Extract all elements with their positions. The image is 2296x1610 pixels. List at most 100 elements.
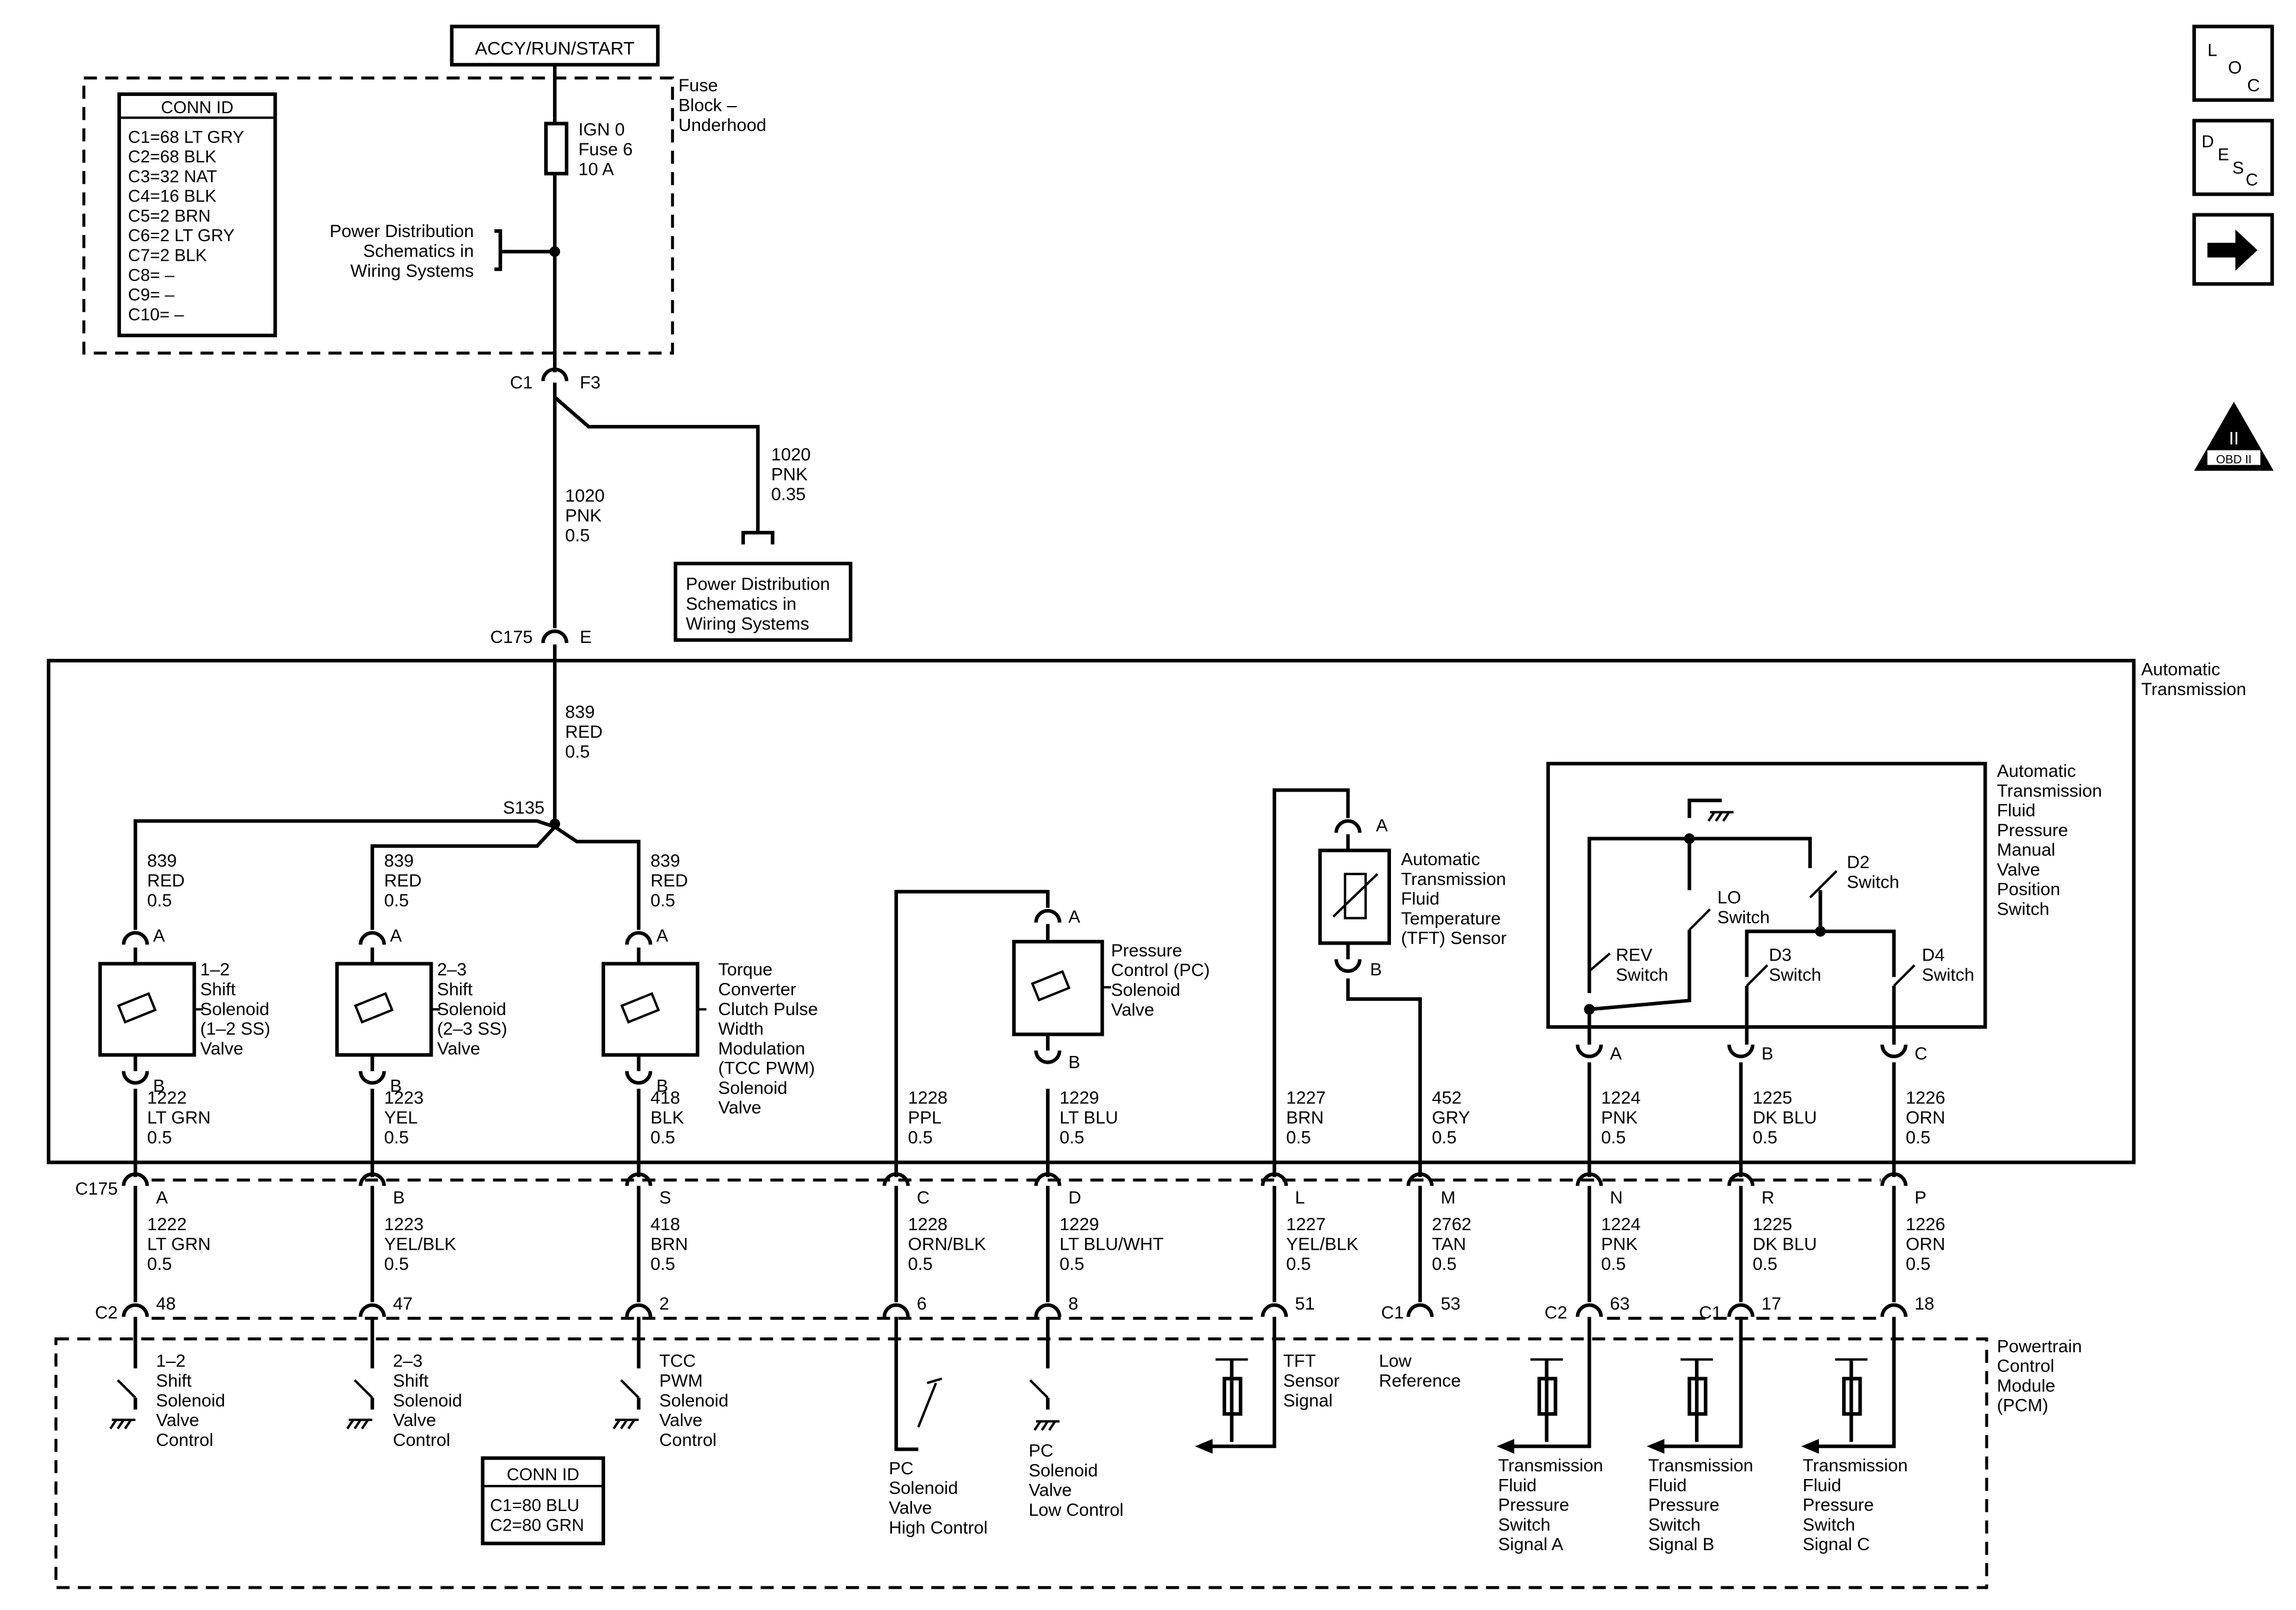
pcm-terminal [1406, 1303, 1434, 1317]
pcm-function-label: Control [659, 1430, 717, 1450]
tft-signal-wire [1272, 788, 1350, 1177]
c1-f3-terminal [541, 367, 568, 382]
c175-cavity-label: A [156, 1188, 168, 1208]
solenoid-a-terminal [625, 931, 653, 945]
lower-wire-label: 0.5 [1905, 1254, 1930, 1274]
upper-wire-label: 0.5 [1601, 1128, 1626, 1147]
pcm-function-label: Signal A [1498, 1535, 1563, 1554]
upper-wire-label: ORN [1905, 1108, 1945, 1128]
fuse-block-boundary [82, 76, 674, 355]
arrow-right-icon[interactable] [2207, 229, 2257, 271]
driver-ground-icon [612, 1419, 639, 1430]
c175-cavity-label: P [1914, 1188, 1926, 1208]
solenoid-label: (2–3 SS) [437, 1019, 507, 1039]
switch-assembly-label: Transmission [1997, 781, 2102, 801]
switch-ground-icon [1707, 811, 1734, 822]
pin-label: B [153, 1076, 165, 1096]
upper-wire-label: LT GRN [147, 1108, 210, 1128]
solenoid-b-terminal [625, 1071, 653, 1085]
d3-switch-label: Switch [1769, 965, 1821, 985]
solenoid-label: Width [718, 1019, 764, 1039]
solenoid-feed-label: 0.5 [147, 891, 172, 911]
pcm-function-label: PC [1029, 1441, 1054, 1461]
pcm-pin-label: 48 [156, 1294, 175, 1314]
c175-cavity-label: B [393, 1188, 405, 1208]
switch-pin-terminal [1575, 1044, 1603, 1058]
pds-bracket [494, 229, 503, 271]
c175-terminal [1880, 1172, 1908, 1186]
lower-wire-label: YEL/BLK [384, 1234, 456, 1254]
loc-letter: L [2208, 40, 2218, 60]
loc-letter: O [2228, 58, 2241, 78]
transmission-label: Transmission [2141, 680, 2246, 699]
solenoid-feed-label: 839 [384, 851, 414, 870]
desc-letter: D [2202, 132, 2214, 151]
pcm-function-label: Pressure [1648, 1496, 1719, 1515]
driver-ground-icon [346, 1419, 373, 1430]
d4-switch-label: D4 [1922, 945, 1945, 965]
solenoid-coil-icon [354, 992, 394, 1024]
solenoid-a-terminal [359, 931, 386, 945]
pin-label: B [1069, 1053, 1080, 1073]
pcm-conn-id-title: CONN ID [507, 1465, 579, 1484]
pcm-function-label: Valve [393, 1411, 436, 1430]
pin-label: A [1069, 907, 1080, 927]
switch-ground-wire [1687, 798, 1722, 818]
pcm-function-label: Transmission [1498, 1456, 1603, 1475]
lower-wire-label: 418 [650, 1215, 680, 1234]
lower-wire-label: 1222 [147, 1215, 187, 1234]
lower-wire-label: 1224 [1601, 1215, 1641, 1234]
pcm-label: Control [1997, 1356, 2054, 1376]
lower-wire-label: 1223 [384, 1215, 424, 1234]
conn-id-item: C7=2 BLK [128, 246, 207, 265]
pcm-function-label: TCC [659, 1352, 696, 1371]
upper-wire-label: BLK [650, 1108, 684, 1128]
solenoid-coil-icon [620, 992, 660, 1024]
upper-wire-label: 0.5 [1060, 1128, 1085, 1147]
pullup-resistor [1537, 1377, 1558, 1416]
solenoid-feed-label: RED [650, 871, 687, 891]
switch-assembly-label: Valve [1997, 860, 2040, 879]
c175-cavity-label: S [659, 1188, 671, 1208]
pressure-input-wire [1813, 1317, 1896, 1448]
upper-wire-label: YEL [384, 1108, 418, 1128]
sol2-feed-wire [370, 825, 557, 930]
pcm-function-label: TFT [1283, 1352, 1316, 1371]
upper-wire-label: LT BLU [1060, 1108, 1118, 1128]
lower-wire-label: DK BLU [1753, 1234, 1817, 1254]
conn-id-box [117, 92, 277, 338]
pin-label: A [656, 926, 668, 946]
pcm-function-label: Shift [393, 1371, 429, 1391]
desc-letter: S [2233, 159, 2244, 178]
upper-wire-label: GRY [1432, 1108, 1470, 1128]
pc-solenoid-body [1012, 940, 1104, 1036]
switch-assembly-box [1546, 761, 1987, 1029]
solenoid-label: Solenoid [200, 1000, 270, 1019]
upper-wire-label: PNK [1601, 1108, 1638, 1128]
solenoid-label: (TCC PWM) [718, 1059, 815, 1078]
pcm-function-label: Transmission [1648, 1456, 1753, 1475]
pc-high-stub [926, 1377, 942, 1384]
pin-label: B [390, 1076, 402, 1096]
switch-pin-terminal [1880, 1044, 1908, 1058]
conn-id-item: C5=2 BRN [128, 207, 210, 226]
lower-wire-label: 1229 [1060, 1215, 1099, 1234]
tft-sensor-label: Automatic [1401, 850, 1480, 869]
switch-assembly-label: Switch [1997, 900, 2049, 919]
conn-label: C1 [510, 373, 532, 393]
upper-wire-label: 0.5 [1286, 1128, 1311, 1147]
lo-switch-blade [1689, 908, 1711, 931]
tft-sensor-label: Transmission [1401, 869, 1506, 889]
upper-wire-label: 0.5 [1753, 1128, 1777, 1147]
switch-assembly-label: Fluid [1997, 801, 2035, 821]
upper-wire-label: PPL [908, 1108, 942, 1128]
feed-wire-label: 0.5 [565, 742, 590, 762]
solenoid-coil-icon [117, 992, 157, 1024]
lower-wire-label: 0.5 [1753, 1254, 1777, 1274]
conn-id-item: C1=68 LT GRY [128, 128, 244, 147]
pcm-terminal [1727, 1303, 1755, 1317]
solenoid-label: Clutch Pulse [718, 1000, 818, 1019]
switch-common-wire [1587, 837, 1812, 994]
pcm-function-label: Valve [659, 1411, 702, 1430]
transmission-label: Automatic [2141, 660, 2220, 680]
